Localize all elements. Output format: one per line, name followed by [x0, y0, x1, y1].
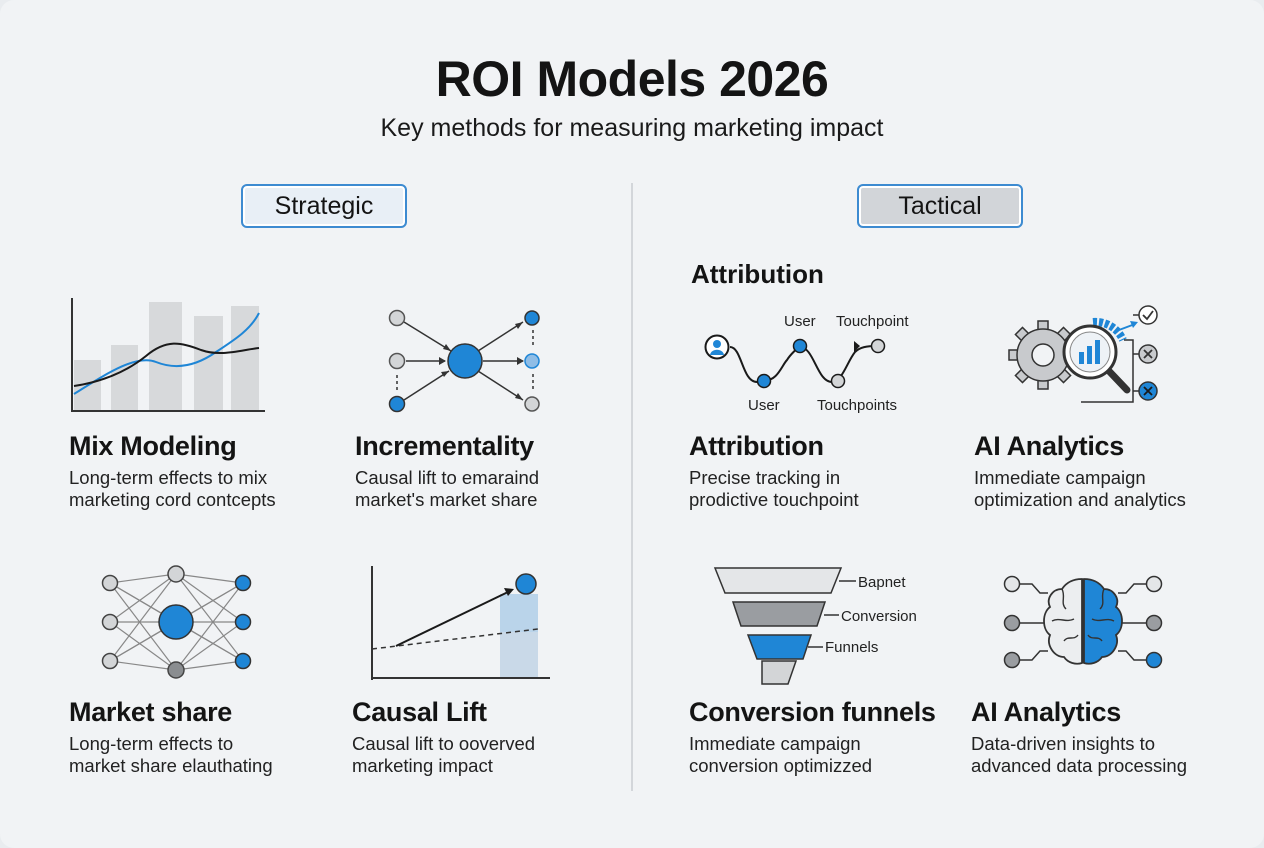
funnel-label-stage3: Funnels	[825, 639, 879, 656]
lift-chart-icon	[366, 562, 556, 684]
card-desc-incrementality: Causal lift to emaraind market's market …	[355, 467, 625, 511]
card-title-market-share: Market share	[69, 697, 232, 727]
card-desc-line: Causal lift to emaraind	[355, 467, 540, 488]
card-title-incrementality: Incrementality	[355, 431, 534, 461]
card-desc-line: Causal lift to ooverved	[352, 733, 536, 754]
funnel-icon	[713, 565, 863, 687]
card-desc-line: Long-term effects to mix	[69, 467, 268, 488]
card-desc-line: optimization and analytics	[974, 489, 1186, 510]
tactical-section-heading: Attribution	[691, 259, 824, 289]
card-desc-line: Precise tracking in	[689, 467, 841, 488]
attribution-label-touchpoint-top: Touchpoint	[836, 313, 909, 330]
card-desc-ai-analytics: Immediate campaign optimization and anal…	[974, 467, 1244, 511]
card-title-causal-lift: Causal Lift	[352, 697, 487, 727]
card-title-ai-analytics-2: AI Analytics	[971, 697, 1121, 727]
brain-circuit-icon	[1000, 571, 1166, 671]
page-subtitle: Key methods for measuring marketing impa…	[380, 114, 884, 142]
page-title: ROI Models 2026	[435, 51, 829, 107]
card-desc-causal-lift: Causal lift to ooverved marketing impact	[352, 733, 622, 777]
card-desc-line: market share elauthating	[69, 755, 273, 776]
card-desc-mix-modeling: Long-term effects to mix marketing cord …	[69, 467, 339, 511]
card-desc-line: Long-term effects to	[69, 733, 234, 754]
card-title-ai-analytics: AI Analytics	[974, 431, 1124, 461]
card-desc-attribution: Precise tracking in prodictive touchpoin…	[689, 467, 959, 511]
funnel-label-stage1: Bapnet	[858, 574, 906, 591]
card-title-attribution: Attribution	[689, 431, 824, 461]
card-title-mix-modeling: Mix Modeling	[69, 431, 237, 461]
funnel-label-stage2: Conversion	[841, 608, 917, 625]
bar-line-chart-icon	[66, 294, 270, 416]
user-path-icon	[702, 330, 892, 392]
card-desc-line: marketing cord contcepts	[69, 489, 276, 510]
card-desc-market-share: Long-term effects to market share elauth…	[69, 733, 339, 777]
card-desc-line: Immediate campaign	[974, 467, 1146, 488]
attribution-label-touchpoints-bottom: Touchpoints	[817, 397, 898, 414]
column-divider	[631, 183, 633, 791]
card-desc-conversion-funnels: Immediate campaign conversion optimizzed	[689, 733, 959, 777]
hub-network-icon	[383, 305, 549, 417]
neural-network-icon	[96, 564, 256, 680]
card-title-conversion-funnels: Conversion funnels	[689, 697, 936, 727]
card-desc-line: marketing impact	[352, 755, 493, 776]
tactical-pill: Tactical	[857, 184, 1023, 228]
card-desc-ai-analytics-2: Data-driven insights to advanced data pr…	[971, 733, 1241, 777]
card-desc-line: Immediate campaign	[689, 733, 861, 754]
card-desc-line: market's market share	[355, 489, 538, 510]
card-desc-line: Data-driven insights to	[971, 733, 1156, 754]
attribution-label-user-top: User	[784, 313, 816, 330]
attribution-label-user-bottom: User	[748, 397, 780, 414]
gear-magnifier-icon	[1005, 300, 1165, 410]
card-desc-line: prodictive touchpoint	[689, 489, 859, 510]
card-desc-line: advanced data processing	[971, 755, 1187, 776]
strategic-pill: Strategic	[241, 184, 407, 228]
card-desc-line: conversion optimizzed	[689, 755, 873, 776]
